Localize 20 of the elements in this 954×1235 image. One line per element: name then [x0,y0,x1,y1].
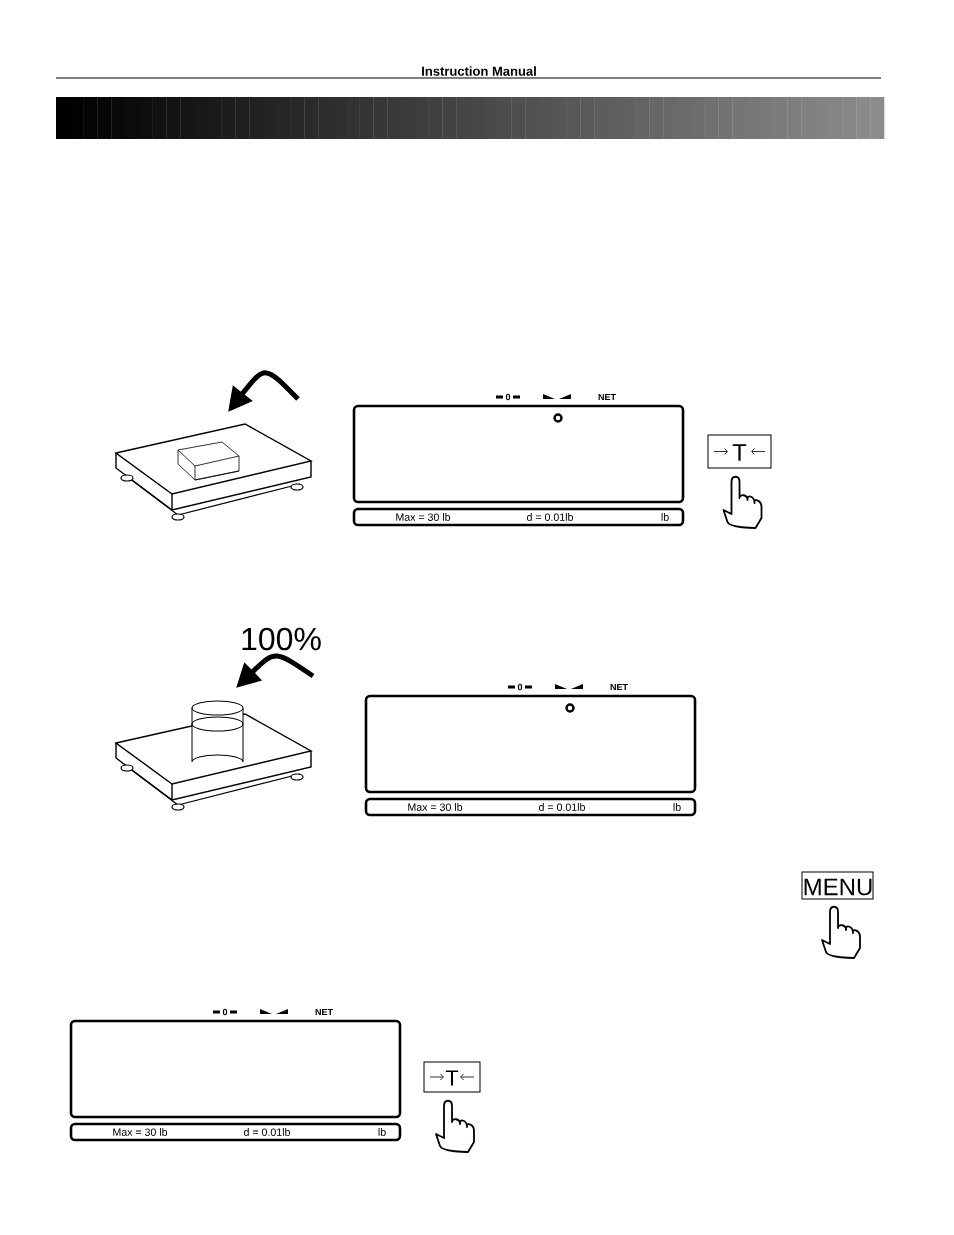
capacity-text: Max = 30 lb [408,803,463,811]
net-indicator: NET [610,683,628,691]
menu-key: MENU [801,871,874,900]
zero-indicator: 0 [506,683,534,691]
unit-text: lb [661,513,669,521]
tare-key: T [707,434,772,469]
net-indicator: NET [598,393,616,401]
zero-indicator: 0 [211,1008,239,1016]
unit-text: lb [673,803,681,811]
division-text: d = 0.01lb [244,1128,290,1136]
tare-key: T [423,1061,481,1093]
unit-text: lb [378,1128,386,1136]
percentage-text: 100% [242,627,321,651]
division-text: d = 0.01lb [527,513,573,521]
header-text: Instruction Manual [422,66,536,76]
division-text: d = 0.01lb [539,803,585,811]
capacity-text: Max = 30 lb [113,1128,168,1136]
capacity-text: Max = 30 lb [396,513,451,521]
net-indicator: NET [315,1008,333,1016]
zero-indicator: 0 [494,393,522,401]
